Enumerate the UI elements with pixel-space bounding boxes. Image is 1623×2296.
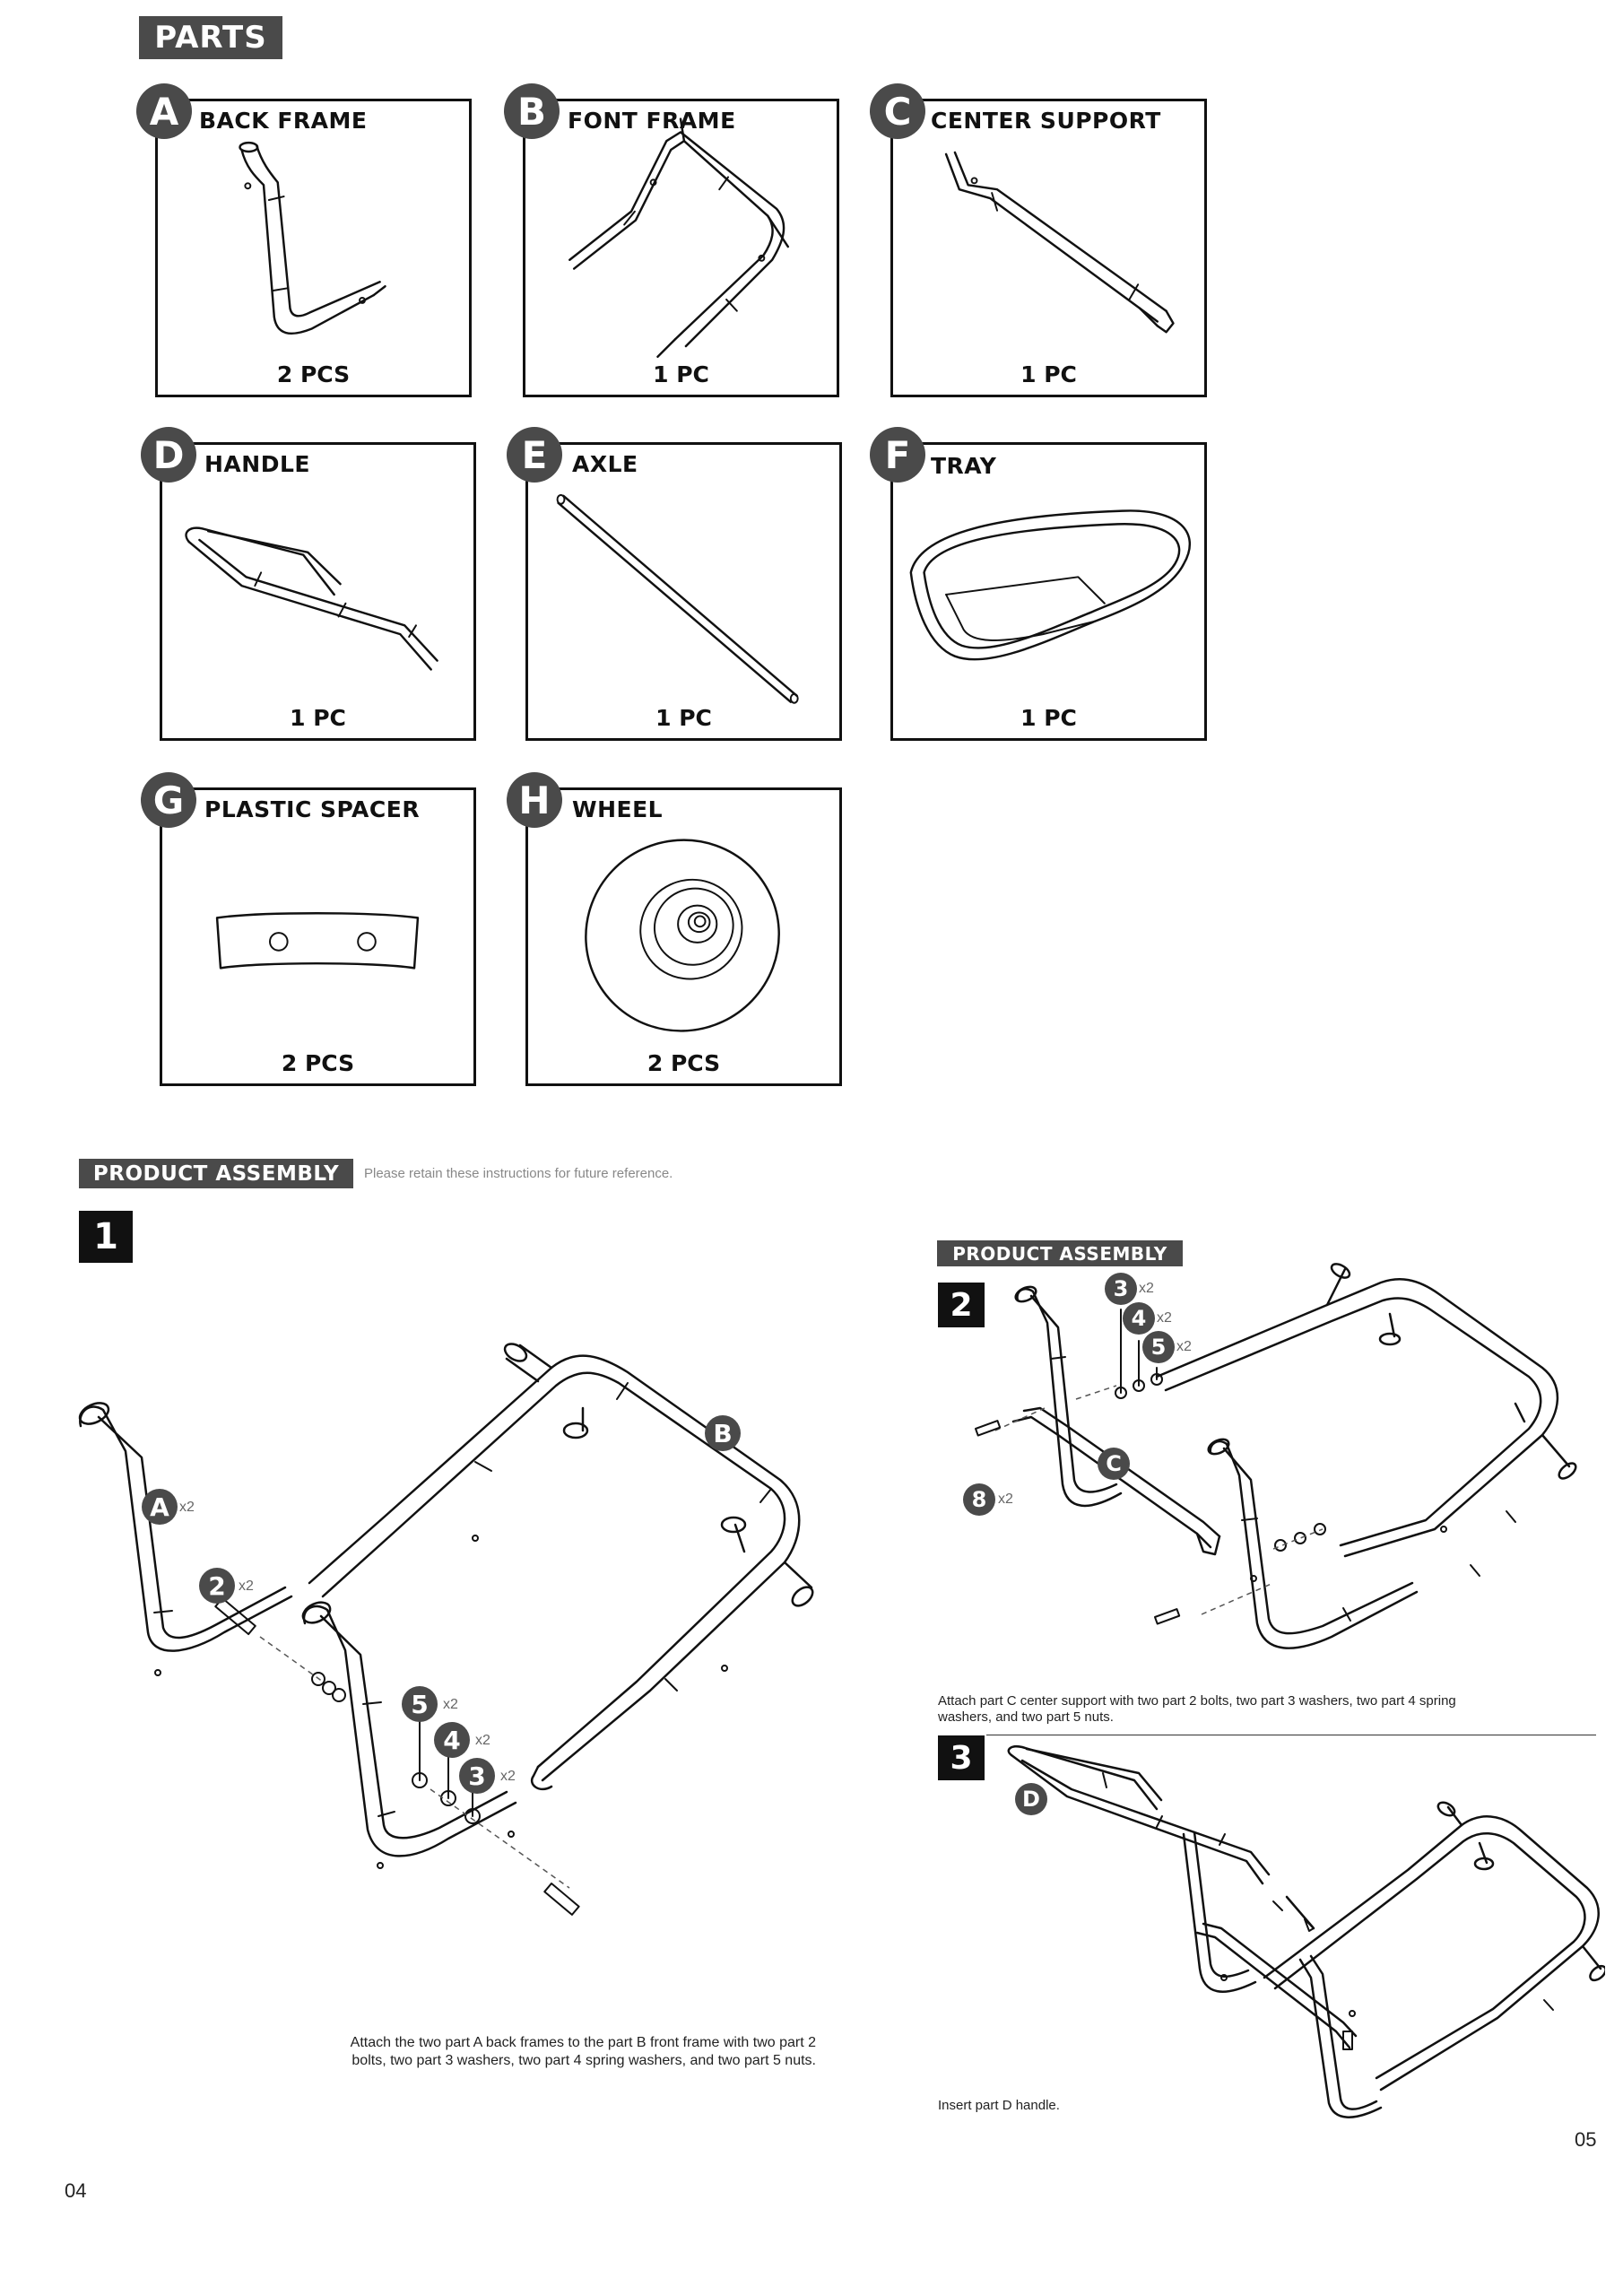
callout-d: D	[1015, 1783, 1047, 1815]
part-qty: 2 PCS	[276, 361, 351, 387]
part-qty: 1 PC	[290, 705, 346, 731]
handle-icon	[185, 526, 438, 671]
callout-multiplier: x2	[998, 1492, 1013, 1507]
part-letter-badge: D	[141, 427, 196, 483]
part-letter-badge: G	[141, 772, 196, 828]
retain-note: Please retain these instructions for fut…	[364, 1166, 673, 1181]
caption-line: bolts, two part 3 washers, two part 4 sp…	[352, 2053, 816, 2068]
part-name: PLASTIC SPACER	[204, 796, 421, 822]
step-2-diagram	[975, 1263, 1577, 1649]
part-letter-badge: E	[507, 427, 562, 483]
part-qty: 2 PCS	[281, 1050, 355, 1076]
part-letter-badge: H	[507, 772, 562, 828]
callout-multiplier: x2	[239, 1578, 254, 1594]
part-name: CENTER SUPPORT	[931, 108, 1161, 134]
part-qty: 1 PC	[1020, 705, 1077, 731]
page-number-left: 04	[65, 2179, 87, 2202]
part-card-e: 1 PC	[525, 442, 842, 741]
page-number-right: 05	[1575, 2128, 1597, 2151]
callout-8: 8	[963, 1483, 995, 1516]
callout-c: C	[1098, 1448, 1130, 1480]
callout-multiplier: x2	[1176, 1339, 1192, 1354]
callout-2: 2	[199, 1568, 235, 1604]
part-name: TRAY	[931, 453, 997, 479]
callout-4: 4	[1123, 1302, 1155, 1335]
part-qty: 1 PC	[655, 705, 712, 731]
part-card-b: 1 PC	[523, 99, 839, 397]
callout-3: 3	[1105, 1273, 1137, 1305]
callout-5: 5	[1142, 1331, 1175, 1363]
step-1-number: 1	[79, 1211, 133, 1263]
callout-multiplier: x2	[443, 1697, 458, 1712]
part-qty: 2 PCS	[647, 1050, 721, 1076]
part-name: WHEEL	[572, 796, 664, 822]
assembly-title-right: PRODUCT ASSEMBLY	[937, 1240, 1183, 1266]
part-card-g: 2 PCS	[160, 787, 476, 1086]
step-3-number: 3	[938, 1735, 985, 1780]
callout-multiplier: x2	[500, 1769, 516, 1784]
callout-5: 5	[402, 1686, 438, 1722]
callout-multiplier: x2	[1139, 1281, 1154, 1296]
part-card-c: 1 PC	[890, 99, 1207, 397]
part-name: FONT FRAME	[568, 108, 736, 134]
part-letter-badge: F	[870, 427, 925, 483]
center-support-icon	[944, 151, 1175, 334]
caption-line: washers, and two part 5 nuts.	[938, 1709, 1114, 1725]
step-2-caption: Attach part C center support with two pa…	[938, 1693, 1593, 1726]
part-card-d: 1 PC	[160, 442, 476, 741]
callout-3: 3	[459, 1758, 495, 1794]
callout-4: 4	[434, 1722, 470, 1758]
part-qty: 1 PC	[653, 361, 709, 387]
step-1-diagram	[78, 1343, 814, 1916]
step-3-diagram	[1007, 1745, 1605, 2118]
plastic-spacer-icon	[215, 912, 420, 970]
callout-multiplier: x2	[1157, 1310, 1172, 1326]
step-1-caption: Attach the two part A back frames to the…	[135, 2034, 816, 2070]
part-letter-badge: C	[870, 83, 925, 139]
part-card-f: 1 PC	[890, 442, 1207, 741]
caption-line: Attach part C center support with two pa…	[938, 1693, 1456, 1709]
part-name: BACK FRAME	[199, 108, 368, 134]
part-card-a: 2 PCS	[155, 99, 472, 397]
step-2-number: 2	[938, 1283, 985, 1327]
tray-icon	[909, 509, 1191, 661]
part-name: HANDLE	[204, 451, 310, 477]
back-frame-icon	[239, 141, 386, 335]
caption-line: Attach the two part A back frames to the…	[350, 2035, 816, 2050]
callout-multiplier: x2	[475, 1733, 490, 1748]
parts-title: PARTS	[139, 16, 282, 59]
part-card-h: 2 PCS	[525, 787, 842, 1086]
callout-b: B	[705, 1415, 741, 1451]
part-qty: 1 PC	[1020, 361, 1077, 387]
front-frame-icon	[568, 117, 790, 359]
assembly-title: PRODUCT ASSEMBLY	[79, 1159, 353, 1188]
axle-icon	[556, 493, 799, 704]
callout-multiplier: x2	[179, 1500, 195, 1515]
callout-a: A	[142, 1489, 178, 1525]
part-letter-badge: A	[136, 83, 192, 139]
part-name: AXLE	[572, 451, 638, 477]
part-letter-badge: B	[504, 83, 560, 139]
step-3-caption: Insert part D handle.	[938, 2098, 1060, 2113]
wheel-icon	[585, 839, 780, 1032]
